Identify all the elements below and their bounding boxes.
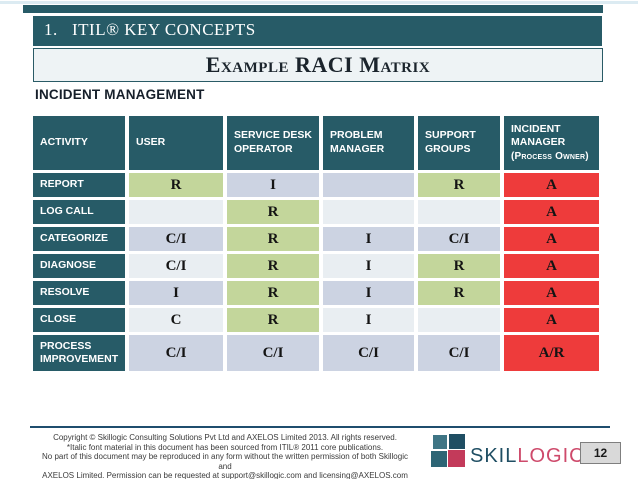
raci-cell	[129, 200, 223, 224]
raci-cell: R	[129, 173, 223, 197]
raci-cell	[418, 200, 500, 224]
copyright-line: Copyright © Skillogic Consulting Solutio…	[53, 433, 397, 442]
row-header-categorize: CATEGORIZE	[33, 227, 125, 251]
logo-square-icon	[433, 435, 447, 449]
column-header-service-desk-operator: SERVICE DESK OPERATOR	[227, 116, 319, 170]
footer-divider	[30, 426, 610, 428]
column-header-activity: ACTIVITY	[33, 116, 125, 170]
raci-cell: A	[504, 173, 599, 197]
column-header-user: USER	[129, 116, 223, 170]
raci-cell: A/R	[504, 335, 599, 371]
column-header-problem-manager: PROBLEM MANAGER	[323, 116, 414, 170]
skillogic-logo: SKILLOGIC	[428, 432, 584, 472]
top-accent-line	[0, 1, 638, 4]
raci-row-log-call: LOG CALL R A	[33, 200, 599, 224]
raci-cell: C/I	[418, 227, 500, 251]
row-header-process-improvement: PROCESS IMPROVEMENT	[33, 335, 125, 371]
raci-cell: R	[227, 200, 319, 224]
raci-cell	[323, 173, 414, 197]
column-header-incident-manager: INCIDENT MANAGER(Process Owner)	[504, 116, 599, 170]
raci-cell: C/I	[129, 335, 223, 371]
raci-cell: R	[418, 254, 500, 278]
raci-cell: I	[323, 254, 414, 278]
raci-cell: A	[504, 281, 599, 305]
raci-cell: I	[227, 173, 319, 197]
section-header-text: 1. ITIL® KEY CONCEPTS	[44, 20, 256, 39]
logo-wordmark: SKILLOGIC	[470, 445, 585, 468]
raci-cell: R	[418, 281, 500, 305]
row-header-close: CLOSE	[33, 308, 125, 332]
logo-text-logic: LOGIC	[517, 445, 585, 467]
page-number-badge: 12	[580, 442, 621, 464]
top-teal-rule	[23, 5, 603, 13]
logo-text-skill: SKIL	[470, 445, 518, 467]
row-header-resolve: RESOLVE	[33, 281, 125, 305]
copyright-line: No part of this document may be reproduc…	[42, 452, 408, 471]
logo-square-icon	[431, 451, 447, 467]
column-header-support-groups: SUPPORT GROUPS	[418, 116, 500, 170]
raci-cell: C/I	[129, 227, 223, 251]
copyright-line: *Italic font material in this document h…	[66, 442, 384, 452]
raci-cell	[323, 200, 414, 224]
raci-cell: I	[129, 281, 223, 305]
raci-cell: C/I	[418, 335, 500, 371]
row-header-log-call: LOG CALL	[33, 200, 125, 224]
section-header-bar: 1. ITIL® KEY CONCEPTS	[33, 16, 602, 46]
raci-cell: R	[227, 227, 319, 251]
raci-cell: C/I	[323, 335, 414, 371]
raci-cell	[418, 308, 500, 332]
raci-cell: I	[323, 227, 414, 251]
raci-cell: R	[227, 281, 319, 305]
slide-title: Example RACI Matrix	[205, 52, 431, 77]
raci-cell: R	[227, 254, 319, 278]
raci-cell: C	[129, 308, 223, 332]
raci-cell: A	[504, 254, 599, 278]
process-title: INCIDENT MANAGEMENT	[35, 87, 205, 102]
raci-cell: A	[504, 200, 599, 224]
raci-cell: C/I	[129, 254, 223, 278]
row-header-diagnose: DIAGNOSE	[33, 254, 125, 278]
slide-title-box: Example RACI Matrix	[33, 48, 603, 82]
column-header-subtitle: (Process Owner)	[511, 151, 589, 163]
copyright-line: AXELOS Limited. Permission can be reques…	[42, 471, 408, 479]
raci-cell: A	[504, 308, 599, 332]
logo-square-icon	[448, 450, 465, 467]
row-header-report: REPORT	[33, 173, 125, 197]
raci-cell: C/I	[227, 335, 319, 371]
raci-cell: I	[323, 308, 414, 332]
raci-cell: R	[418, 173, 500, 197]
raci-cell: I	[323, 281, 414, 305]
raci-cell: R	[227, 308, 319, 332]
raci-cell: A	[504, 227, 599, 251]
copyright-block: Copyright © Skillogic Consulting Solutio…	[36, 433, 414, 479]
logo-square-icon	[449, 434, 465, 449]
